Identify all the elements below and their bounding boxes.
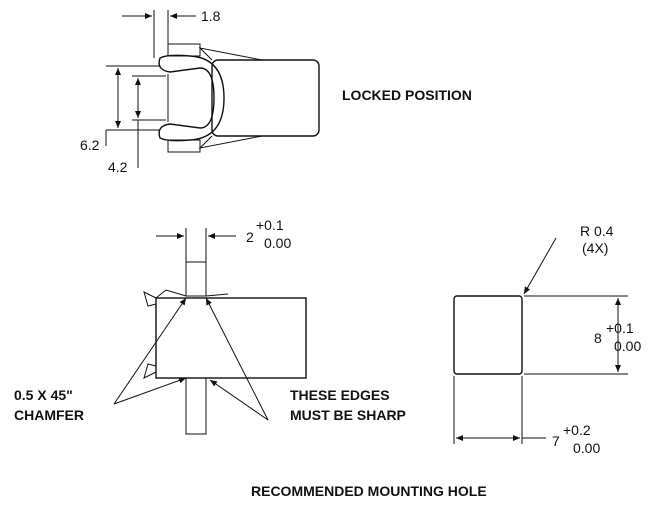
chamfer-edge-top xyxy=(155,289,187,299)
chamfer-label-line2: CHAMFER xyxy=(14,407,84,423)
dim-inner-label: 4.2 xyxy=(108,159,128,175)
dim-height-tol-minus: 0.00 xyxy=(614,338,641,354)
mounting-hole-outline xyxy=(453,295,523,375)
latch-clip xyxy=(158,54,225,142)
dim-thickness-tol-plus: +0.1 xyxy=(256,217,284,233)
chamfer-leader-top xyxy=(113,297,187,405)
sharp-edge-top xyxy=(205,293,229,297)
dim-height-tol-plus: +0.1 xyxy=(606,320,634,336)
chamfer-leader-bottom xyxy=(113,377,187,405)
radius-label-line2: (4X) xyxy=(582,240,608,256)
dim-outer-label: 6.2 xyxy=(80,137,100,153)
connector-body xyxy=(211,59,320,137)
section-body xyxy=(155,297,307,379)
dim-thickness-label: 2 xyxy=(246,229,254,245)
latch-tab-bottom xyxy=(143,363,157,379)
edges-label-line1: THESE EDGES xyxy=(290,387,390,403)
locked-position-view: 1.8 6.2 4.2 LOCKED POSITION xyxy=(80,8,472,175)
panel-lower xyxy=(185,377,207,435)
dim-width-label: 7 xyxy=(552,433,560,449)
locked-position-title: LOCKED POSITION xyxy=(342,87,472,103)
section-view: 2 +0.1 0.00 0.5 X 45" CHAMFER THESE EDGE… xyxy=(14,217,406,435)
sharp-edge-leader-bottom xyxy=(209,379,269,421)
dim-height-label: 8 xyxy=(594,330,602,346)
sharp-edge-leader-top xyxy=(205,297,269,421)
dim-width-tol-plus: +0.2 xyxy=(563,422,591,438)
edges-label-line2: MUST BE SHARP xyxy=(290,407,406,423)
panel-section-top xyxy=(167,43,201,57)
dim-top-label: 1.8 xyxy=(201,8,221,24)
dim-width-tol-minus: 0.00 xyxy=(573,440,600,456)
panel-section-bottom xyxy=(167,139,201,153)
latch-tab-top xyxy=(143,291,157,307)
dim-thickness-tol-minus: 0.00 xyxy=(264,235,291,251)
radius-leader xyxy=(523,237,557,295)
mounting-hole-title: RECOMMENDED MOUNTING HOLE xyxy=(251,483,487,499)
body-top-edge xyxy=(198,47,263,61)
panel-upper xyxy=(185,261,207,297)
mounting-hole-view: R 0.4 (4X) 8 +0.1 0.00 7 +0.2 0.00 RECOM… xyxy=(251,223,641,499)
chamfer-label-line1: 0.5 X 45" xyxy=(14,387,73,403)
radius-label-line1: R 0.4 xyxy=(580,223,614,239)
body-bottom-edge xyxy=(198,135,263,149)
